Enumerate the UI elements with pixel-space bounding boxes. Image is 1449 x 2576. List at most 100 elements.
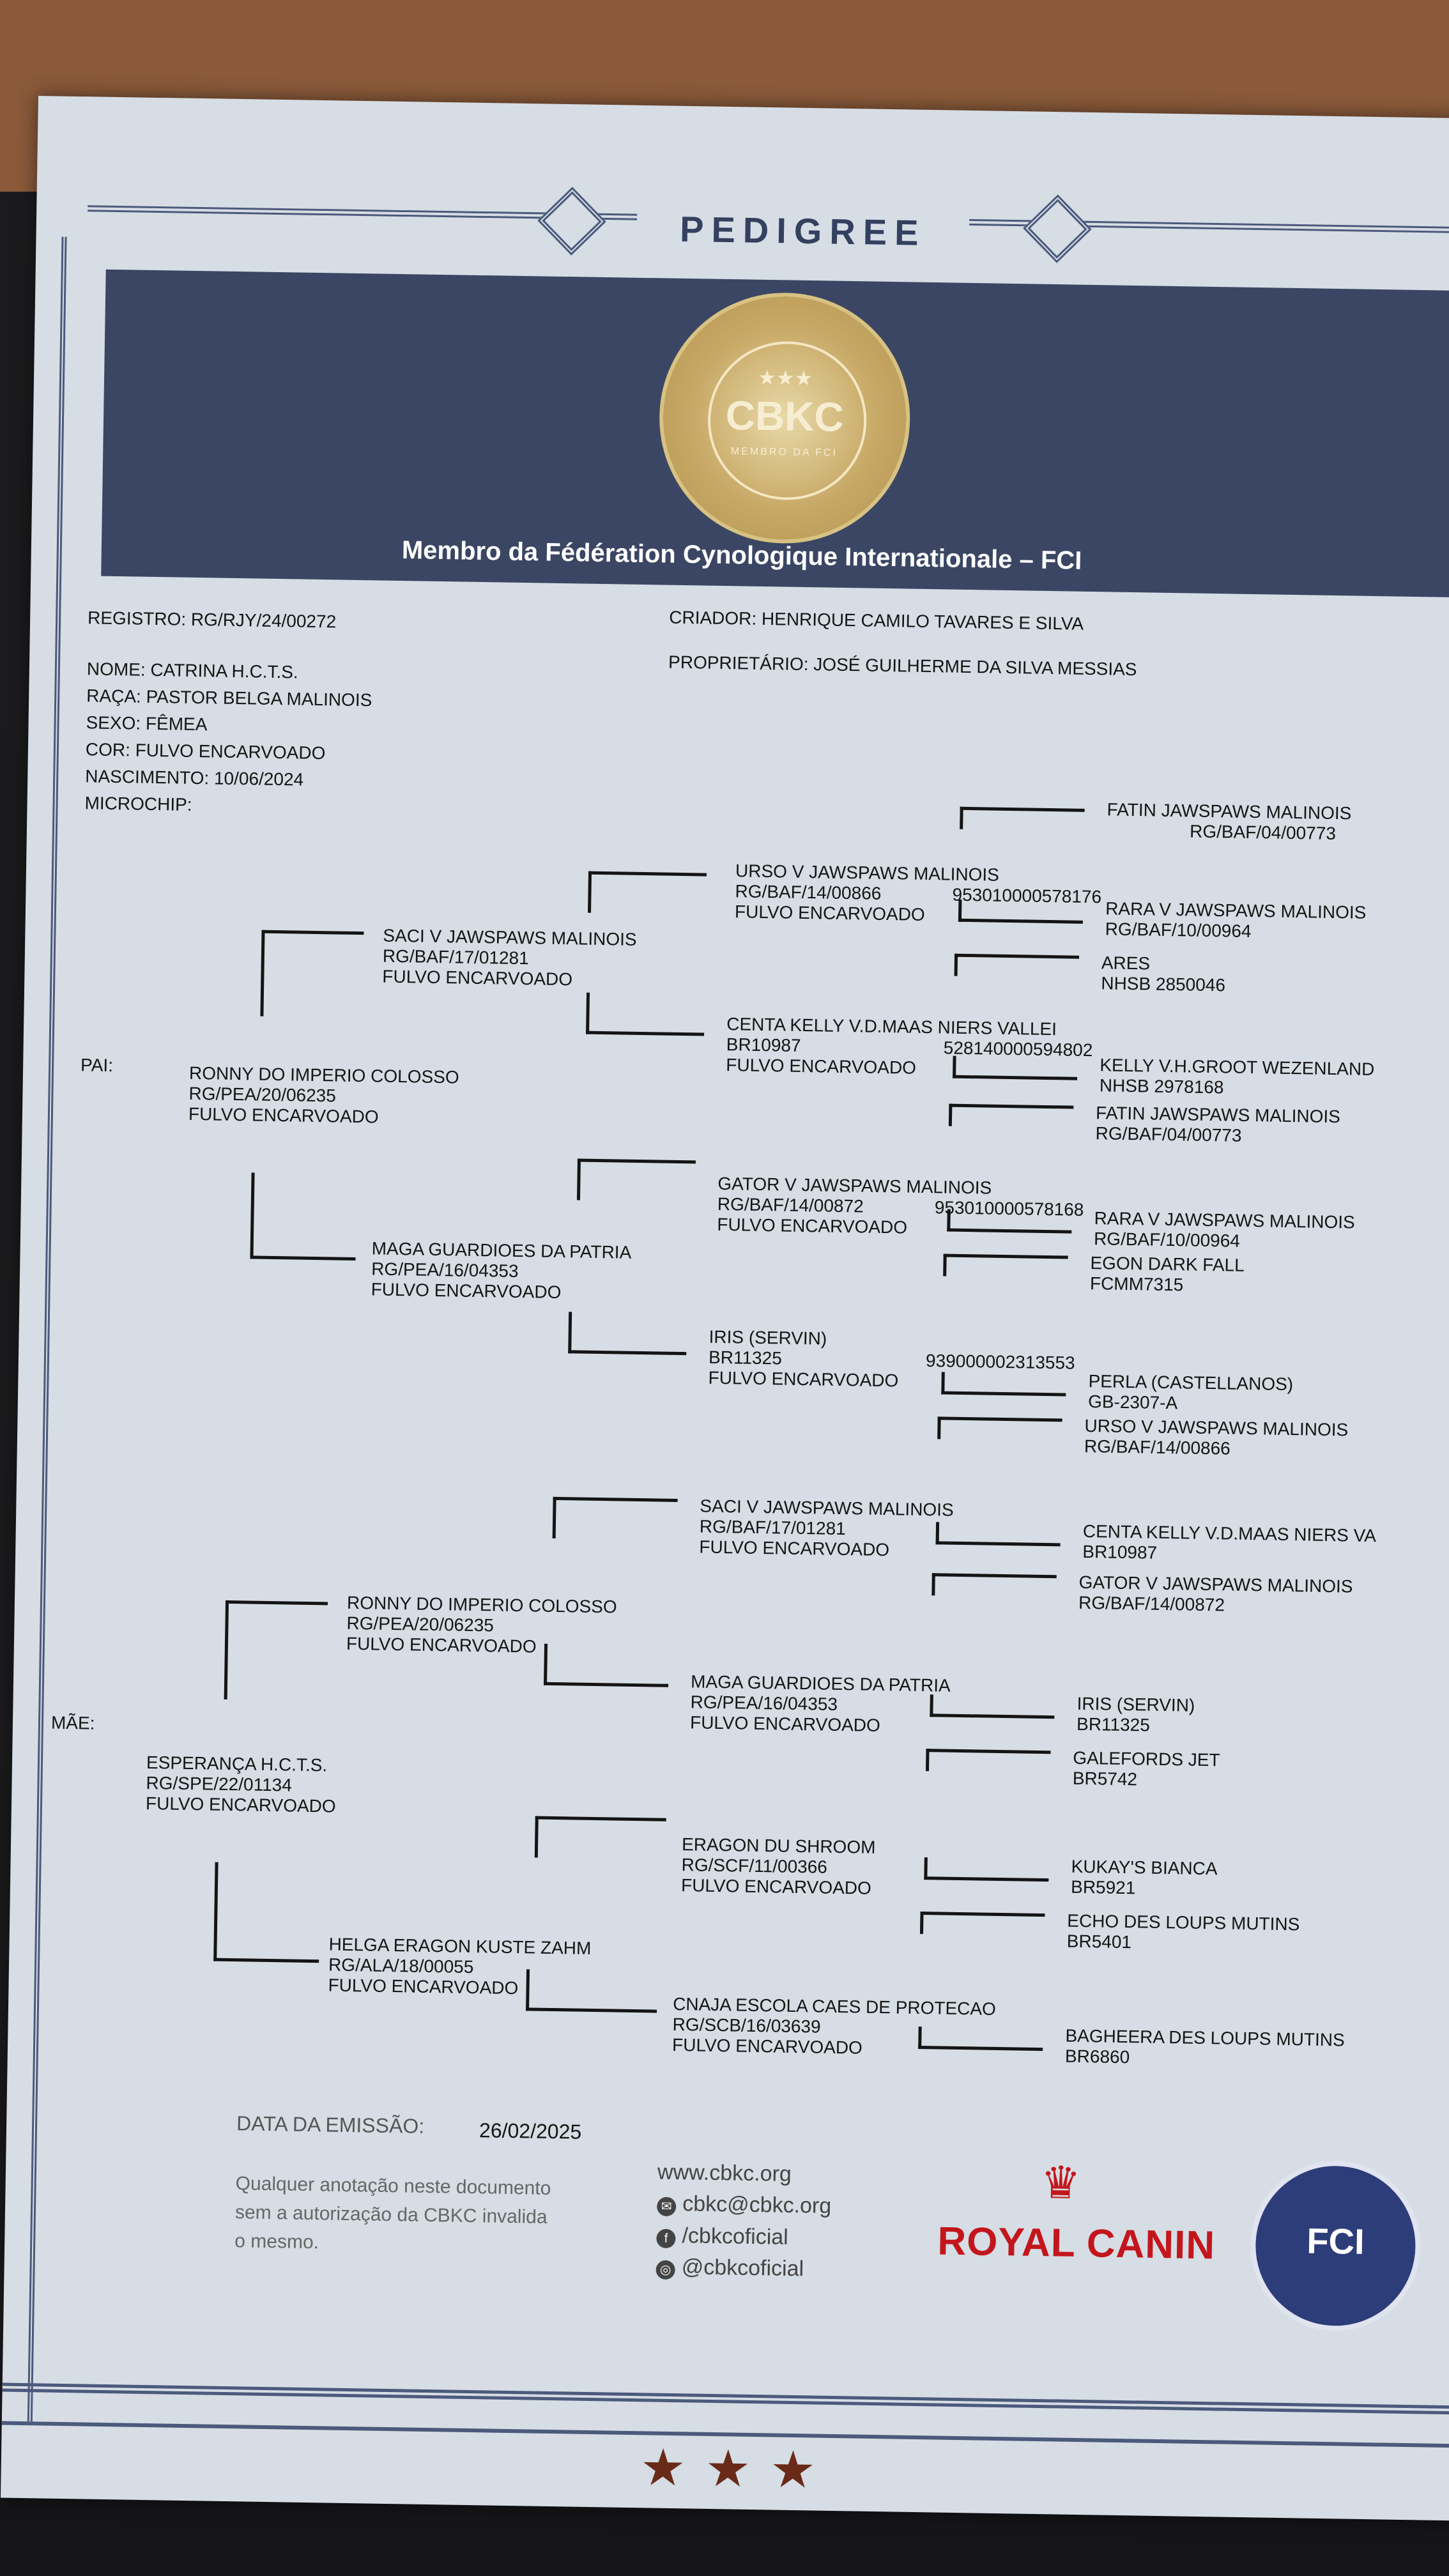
g4-9-reg: RG/BAF/14/00866 [1084, 1436, 1231, 1459]
emissao-label: DATA DA EMISSÃO: [236, 2112, 425, 2138]
instagram-text: @cbkcoficial [681, 2255, 804, 2281]
g3-6-color: FULVO ENCARVOADO [689, 1712, 881, 1736]
g4-5-reg: RG/BAF/04/00773 [1095, 1123, 1242, 1146]
sponsor-logo: ROYAL CANIN [937, 2219, 1216, 2268]
g3-7-color: FULVO ENCARVOADO [680, 1875, 872, 1899]
bracket-g3-4 [568, 1312, 687, 1356]
g4-13-name: GALEFORDS JET [1073, 1747, 1220, 1770]
bracket-pai-sire [260, 930, 364, 1018]
g4-16-reg: BR6860 [1064, 2046, 1130, 2067]
bracket-g4-4 [953, 1055, 1078, 1080]
proprietario-row: PROPRIETÁRIO: JOSÉ GUILHERME DA SILVA ME… [668, 652, 1137, 680]
g3-4-color: FULVO ENCARVOADO [708, 1368, 899, 1391]
criador-row: CRIADOR: HENRIQUE CAMILO TAVARES E SILVA [669, 608, 1084, 634]
bracket-g4-12 [930, 1694, 1055, 1719]
nome-row: NOME: CATRINA H.C.T.S. [87, 659, 298, 682]
mae-label: MÃE: [50, 1712, 95, 1733]
instagram-icon: ◎ [656, 2260, 675, 2280]
g4-11-reg: RG/BAF/14/00872 [1078, 1593, 1225, 1615]
website-link[interactable]: www.cbkc.org [657, 2159, 792, 2186]
email-row[interactable]: ✉cbkc@cbkc.org [656, 2188, 832, 2223]
bracket-g3-3 [576, 1158, 696, 1202]
g4-4-reg: NHSB 2978168 [1099, 1075, 1224, 1098]
bracket-g3-5 [552, 1496, 678, 1540]
bracket-pai-dam [250, 1172, 357, 1261]
g4-14-name: KUKAY'S BIANCA [1071, 1856, 1218, 1879]
raca-row: RAÇA: PASTOR BELGA MALINOIS [86, 686, 372, 710]
g3-7-node: ERAGON DU SHROOM RG/SCF/11/00366 FULVO E… [681, 1834, 876, 1899]
bracket-g4-14 [924, 1857, 1049, 1882]
pai-color: FULVO ENCARVOADO [188, 1104, 379, 1127]
bracket-g4-8 [941, 1372, 1066, 1397]
g4-3-name: ARES [1101, 953, 1151, 974]
document-title: PEDIGREE [636, 207, 970, 254]
g4-2-reg: RG/BAF/10/00964 [1105, 919, 1252, 942]
bracket-g3-8 [526, 1969, 658, 2013]
bracket-g3-2 [586, 992, 705, 1036]
frame-knot-left [537, 187, 606, 256]
g4-7-name: EGON DARK FALL [1090, 1253, 1245, 1275]
nascimento-value: 10/06/2024 [213, 768, 304, 790]
nascimento-row: NASCIMENTO: 10/06/2024 [85, 766, 303, 790]
g4-6-reg: RG/BAF/10/00964 [1093, 1229, 1241, 1251]
seal-logo-text: CBKC [725, 392, 845, 440]
email-icon: ✉ [656, 2196, 677, 2217]
g3-5-color: FULVO ENCARVOADO [699, 1537, 890, 1560]
facebook-text: /cbkcoficial [682, 2223, 789, 2250]
sexo-label: SEXO: [86, 712, 141, 733]
seal-subtext: MEMBRO DA FCI [730, 446, 838, 459]
cor-label: COR: [85, 739, 131, 760]
g3-4-chip: 939000002313553 [925, 1351, 1075, 1373]
bracket-g4-7 [943, 1254, 1068, 1278]
g4-1-name: FATIN JAWSPAWS MALINOIS [1107, 799, 1352, 824]
pedigree-certificate: PEDIGREE ★★★ CBKC MEMBRO DA FCI Membro d… [0, 96, 1449, 2521]
registro-row: REGISTRO: RG/RJY/24/00272 [87, 608, 337, 632]
g4-8-name: PERLA (CASTELLANOS) [1088, 1371, 1294, 1395]
g3-6-node: MAGA GUARDIOES DA PATRIA RG/PEA/16/04353… [690, 1671, 951, 1737]
pai-node: RONNY DO IMPERIO COLOSSO RG/PEA/20/06235… [188, 1063, 459, 1129]
mae-reg: RG/SPE/22/01134 [146, 1773, 293, 1795]
seal-stars: ★★★ [757, 365, 813, 390]
bracket-g4-13 [925, 1749, 1051, 1774]
bracket-g3-6 [544, 1643, 670, 1687]
bracket-mae-sire [224, 1600, 328, 1701]
raca-label: RAÇA: [86, 686, 142, 707]
pai-dam-node: MAGA GUARDIOES DA PATRIA RG/PEA/16/04353… [371, 1238, 631, 1304]
mae-name: ESPERANÇA H.C.T.S. [146, 1752, 328, 1775]
bracket-g4-2 [958, 899, 1084, 924]
proprietario-value: JOSÉ GUILHERME DA SILVA MESSIAS [813, 654, 1137, 680]
nome-label: NOME: [86, 659, 146, 680]
registro-value: RG/RJY/24/00272 [190, 609, 337, 632]
bracket-g3-7 [534, 1816, 666, 1860]
validity-note: Qualquer anotação neste documento sem a … [234, 2169, 594, 2261]
instagram-row[interactable]: ◎ @cbkcoficial [656, 2251, 831, 2285]
frame-bottom-border [2, 2382, 1449, 2415]
sexo-value: FÊMEA [145, 713, 208, 735]
fci-logo: FCI [1249, 2159, 1422, 2333]
bracket-g4-1 [960, 806, 1085, 831]
bracket-mae-dam [213, 1862, 321, 1963]
pai-sire-color: FULVO ENCARVOADO [382, 967, 573, 990]
bracket-g4-15 [919, 1912, 1045, 1936]
g4-12-node: IRIS (SERVIN)BR11325 [1077, 1694, 1195, 1736]
g4-1-reg: RG/BAF/04/00773 [1189, 821, 1337, 844]
pai-sire-node: SACI V JAWSPAWS MALINOIS RG/BAF/17/01281… [382, 926, 637, 992]
microchip-label: MICROCHIP: [84, 793, 192, 815]
footer-stars: ★★★ [640, 2439, 836, 2499]
mae-color: FULVO ENCARVOADO [145, 1793, 336, 1817]
facebook-row[interactable]: f/cbkcoficial [656, 2220, 831, 2254]
fci-logo-text: FCI [1306, 2220, 1365, 2262]
cor-value: FULVO ENCARVOADO [135, 740, 326, 763]
registro-label: REGISTRO: [87, 608, 187, 629]
g4-3-reg: NHSB 2850046 [1101, 973, 1226, 995]
